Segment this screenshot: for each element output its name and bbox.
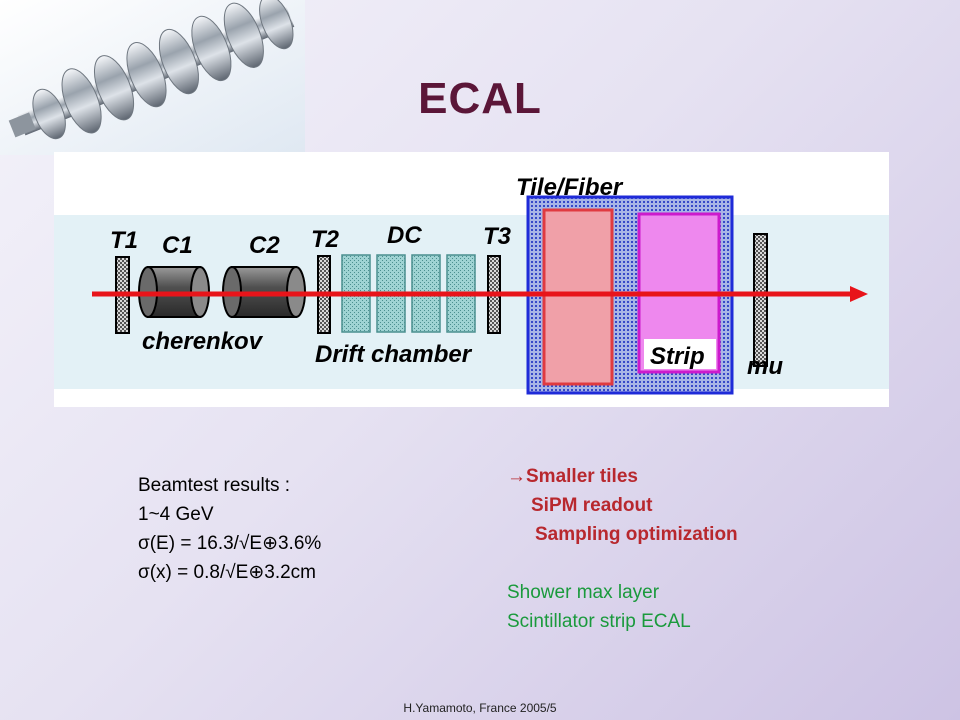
note-scintillator-strip: Scintillator strip ECAL: [507, 611, 691, 632]
note-sampling-optimization: Sampling optimization: [535, 524, 738, 545]
label-drift-chamber: Drift chamber: [315, 341, 473, 368]
strip-label-background: [644, 339, 716, 369]
label-t1: T1: [110, 227, 138, 254]
label-strip: Strip: [650, 343, 705, 370]
beam-arrowhead-icon: [850, 286, 868, 302]
note-sipm-readout: SiPM readout: [531, 495, 653, 516]
label-t2: T2: [311, 226, 340, 253]
slide-footer: H.Yamamoto, France 2005/5: [403, 701, 557, 715]
label-mu: mu: [747, 353, 783, 380]
rf-cavity-image: [0, 0, 305, 155]
slide-title: ECAL: [418, 74, 542, 123]
mu-counter: [753, 233, 768, 367]
note-smaller-tiles: →Smaller tiles: [507, 466, 638, 487]
beamtest-setup-diagram: T1 C1 C2 T2 DC T3 Tile/Fiber cherenkov D…: [54, 152, 889, 407]
results-position-resolution: σ(x) = 0.8/√E⊕3.2cm: [138, 562, 316, 583]
beamtest-results: Beamtest results : 1~4 GeV σ(E) = 16.3/√…: [138, 471, 321, 587]
label-c2: C2: [249, 232, 280, 259]
note-shower-max-layer: Shower max layer: [507, 582, 660, 603]
results-energy-range: 1~4 GeV: [138, 504, 214, 525]
alternative-notes: Shower max layer Scintillator strip ECAL: [507, 578, 691, 636]
label-c1: C1: [162, 232, 193, 259]
label-tile-fiber: Tile/Fiber: [516, 174, 624, 201]
results-heading: Beamtest results :: [138, 475, 291, 496]
results-energy-resolution: σ(E) = 16.3/√E⊕3.6%: [138, 533, 322, 554]
label-t3: T3: [483, 223, 512, 250]
label-dc: DC: [387, 222, 422, 249]
improvement-notes: →Smaller tiles SiPM readout Sampling opt…: [507, 462, 738, 549]
tile-block: [542, 208, 614, 386]
label-cherenkov: cherenkov: [142, 328, 264, 355]
